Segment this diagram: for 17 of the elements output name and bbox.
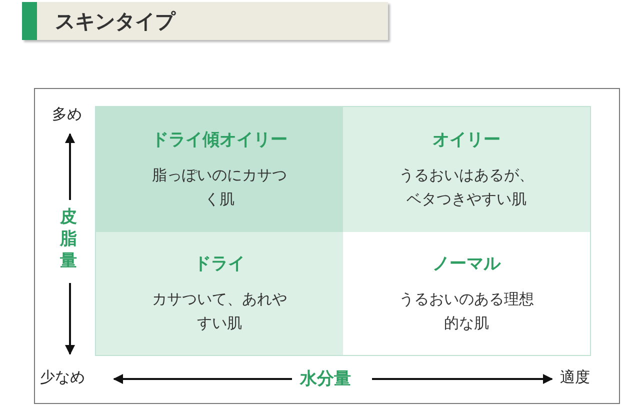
axis-title: 皮脂量 <box>60 206 78 272</box>
quadrant-heading: オイリー <box>432 129 500 151</box>
axis-end-label: 少なめ <box>40 368 85 387</box>
quadrant-description: 脂っぽいのにカサつく肌 <box>151 165 288 210</box>
quadrant-heading: ドライ <box>194 253 245 275</box>
quadrant-heading: ノーマル <box>432 253 500 275</box>
title-bar: スキンタイプ <box>22 2 388 40</box>
quadrant-box <box>343 107 590 232</box>
axis-end-label: 適度 <box>560 368 590 387</box>
axis-title: 水分量 <box>300 368 351 390</box>
quadrant-heading: ドライ傾オイリー <box>152 129 288 151</box>
quadrant-box <box>96 107 343 232</box>
axis-end-label: 多め <box>52 105 82 124</box>
quadrant-description: うるおいのある理想的な肌 <box>398 289 535 334</box>
quadrant-description: カサついて、あれやすい肌 <box>151 289 288 334</box>
quadrant-box <box>96 232 343 355</box>
quadrant-description: うるおいはあるが、ベタつきやすい肌 <box>398 165 535 210</box>
